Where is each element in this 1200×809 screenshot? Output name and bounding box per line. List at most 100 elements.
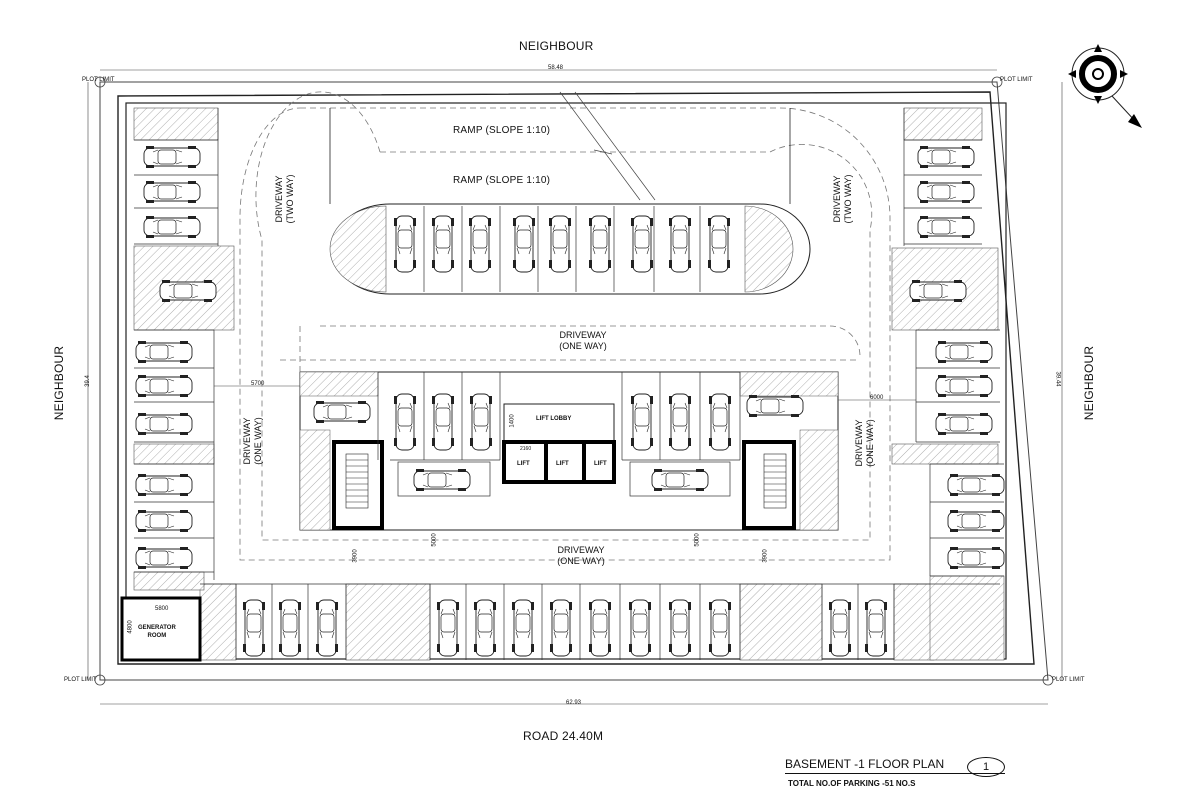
driveway-label: DRIVEWAY — [242, 417, 252, 465]
outer-driveway-path — [239, 107, 891, 561]
basement-wall — [125, 102, 1007, 660]
parking-car — [588, 599, 612, 657]
parking-car — [135, 340, 193, 364]
neighbour-top-label: NEIGHBOUR — [519, 39, 594, 53]
lift-lobby-label: LIFT LOBBY — [536, 416, 572, 422]
plot-limit-tr: PLOT LIMIT — [1000, 77, 1033, 83]
driveway-one-way-left: DRIVEWAY (ONE WAY) — [242, 406, 264, 476]
driveway-two-way-left: DRIVEWAY (TWO WAY) — [274, 164, 296, 234]
staircase-left — [332, 440, 384, 530]
parking-car — [917, 215, 975, 239]
parking-car — [548, 215, 572, 273]
parking-car — [917, 145, 975, 169]
parking-car — [135, 412, 193, 436]
dimension-5000-left: 5000 — [431, 533, 438, 547]
parking-car — [668, 599, 692, 657]
parking-car — [668, 215, 692, 273]
inner-driveway-path — [255, 91, 873, 541]
title-underline — [785, 773, 1005, 774]
dimension-left: 39.4 — [84, 375, 91, 387]
parking-car — [828, 599, 852, 657]
ramp-label-upper: RAMP (SLOPE 1:10) — [453, 125, 551, 136]
dimension-5000-right: 5000 — [694, 533, 701, 547]
parking-car — [588, 215, 612, 273]
driveway-two-way-right: DRIVEWAY (TWO WAY) — [832, 164, 854, 234]
parking-car — [135, 546, 193, 570]
lift-label-2: LIFT — [556, 461, 569, 467]
sheet-number: 1 — [967, 757, 1005, 777]
lift-core — [502, 440, 616, 484]
parking-car — [431, 215, 455, 273]
dimension-6000: 6000 — [870, 395, 884, 401]
parking-car — [159, 279, 217, 303]
parking-car — [511, 599, 535, 657]
driveway-direction: (TWO WAY) — [285, 174, 295, 224]
parking-car — [135, 509, 193, 533]
dimension-2160: 2160 — [520, 446, 532, 452]
parking-car — [549, 599, 573, 657]
staircase-right — [742, 440, 796, 530]
lift-lobby-area — [503, 403, 615, 443]
dimension-3900-left: 3900 — [352, 549, 359, 563]
parking-car — [393, 393, 417, 451]
driveway-label: DRIVEWAY — [557, 545, 605, 555]
plot-limit-tl: PLOT LIMIT — [82, 77, 115, 83]
parking-car — [436, 599, 460, 657]
parking-car — [947, 473, 1005, 497]
parking-car — [469, 393, 493, 451]
plot-limit-br: PLOT LIMIT — [1052, 677, 1085, 683]
parking-car — [143, 145, 201, 169]
parking-car — [315, 599, 339, 657]
plot-boundary — [99, 81, 1049, 681]
driveway-one-way-bottom: DRIVEWAY (ONE WAY) — [546, 545, 616, 567]
driveway-direction: (ONE WAY) — [865, 419, 875, 467]
parking-car — [143, 215, 201, 239]
parking-car — [651, 468, 709, 492]
generator-room-line1: GENERATOR — [138, 625, 176, 631]
parking-car — [135, 374, 193, 398]
lift-label-1: LIFT — [517, 461, 530, 467]
dimension-right: 39.44 — [1054, 371, 1061, 387]
driveway-one-way-right: DRIVEWAY (ONE WAY) — [854, 408, 876, 478]
parking-car — [746, 394, 804, 418]
drawing-title: BASEMENT -1 FLOOR PLAN — [785, 757, 945, 771]
generator-room-line2: ROOM — [147, 633, 167, 639]
lift-label-3: LIFT — [594, 461, 607, 467]
parking-car — [947, 546, 1005, 570]
driveway-label: DRIVEWAY — [559, 330, 607, 340]
parking-car — [512, 215, 536, 273]
ramp-label-lower: RAMP (SLOPE 1:10) — [453, 175, 551, 186]
parking-car — [668, 393, 692, 451]
driveway-direction: (ONE WAY) — [253, 417, 263, 465]
parking-car — [935, 412, 993, 436]
parking-car — [143, 180, 201, 204]
parking-car — [708, 393, 732, 451]
dimension-5800: 5800 — [155, 606, 169, 612]
dimension-3900-right: 3900 — [762, 549, 769, 563]
road-label: ROAD 24.40M — [523, 729, 604, 743]
dimension-5700: 5700 — [251, 381, 265, 387]
neighbour-left-label: NEIGHBOUR — [52, 345, 66, 421]
parking-car — [917, 180, 975, 204]
north-arrow-icon — [1068, 44, 1142, 128]
driveway-one-way-center: DRIVEWAY (ONE WAY) — [548, 330, 618, 352]
parking-car — [431, 393, 455, 451]
parking-car — [630, 215, 654, 273]
dimension-top: 58.48 — [548, 65, 564, 71]
driveway-direction: (ONE WAY) — [557, 556, 605, 566]
parking-car — [708, 599, 732, 657]
drawing-subtitle: TOTAL NO.OF PARKING -51 NO.S — [788, 779, 916, 788]
parking-car — [313, 400, 371, 424]
parking-car — [909, 279, 967, 303]
dimension-1400: 1400 — [509, 414, 516, 428]
parking-car — [393, 215, 417, 273]
parking-car — [864, 599, 888, 657]
driveway-label: DRIVEWAY — [832, 175, 842, 223]
driveway-label: DRIVEWAY — [854, 419, 864, 467]
parking-car — [630, 393, 654, 451]
dimension-bottom: 62.93 — [566, 700, 582, 706]
parking-car — [135, 473, 193, 497]
neighbour-right-label: NEIGHBOUR — [1082, 345, 1096, 421]
parking-car — [947, 509, 1005, 533]
